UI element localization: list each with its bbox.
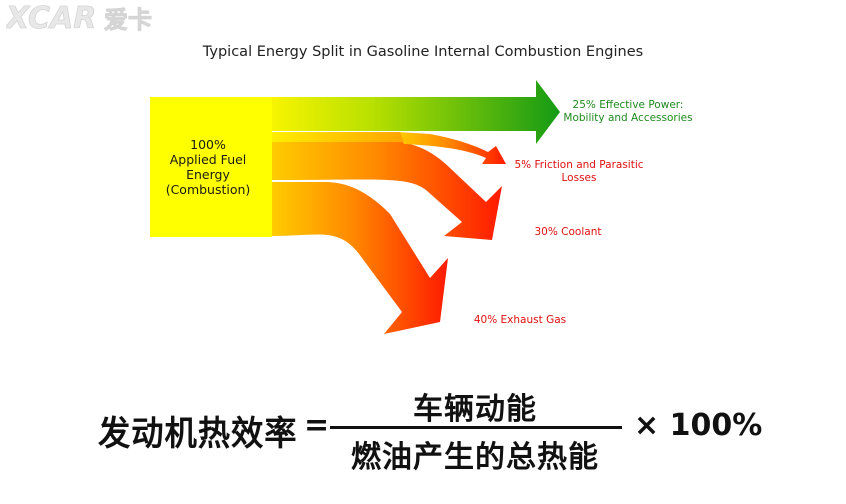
svg-text:XCAR: XCAR xyxy=(6,1,96,36)
formula-multiplier: × 100% xyxy=(634,408,763,443)
formula-equals: = xyxy=(304,408,330,443)
diagram-title: Typical Energy Split in Gasoline Interna… xyxy=(202,44,644,60)
watermark-logo: XCAR 爱卡 xyxy=(6,1,152,37)
fuel-source-block xyxy=(150,97,272,237)
sankey-diagram xyxy=(150,80,560,334)
fraction-bar xyxy=(330,426,622,429)
formula-denominator: 燃油产生的总热能 xyxy=(351,440,599,475)
svg-text:爱卡: 爱卡 xyxy=(104,6,152,34)
friction-label: 5% Friction and Parasitic Losses xyxy=(514,159,644,184)
exhaust-gas-flow xyxy=(272,182,448,334)
friction-flow xyxy=(398,132,506,164)
coolant-label: 30% Coolant xyxy=(534,226,602,238)
effective-power-label: 25% Effective Power: Mobility and Access… xyxy=(563,99,693,124)
effective-power-flow xyxy=(272,80,560,144)
formula-numerator: 车辆动能 xyxy=(413,392,537,427)
fuel-source-label: 100% Applied Fuel Energy (Combustion) xyxy=(165,137,251,197)
thermal-efficiency-formula: 发动机热效率 = 车辆动能 燃油产生的总热能 × 100% xyxy=(0,380,846,490)
coolant-flow xyxy=(272,140,502,240)
exhaust-gas-label: 40% Exhaust Gas xyxy=(473,314,567,326)
formula-lhs: 发动机热效率 xyxy=(98,414,298,454)
